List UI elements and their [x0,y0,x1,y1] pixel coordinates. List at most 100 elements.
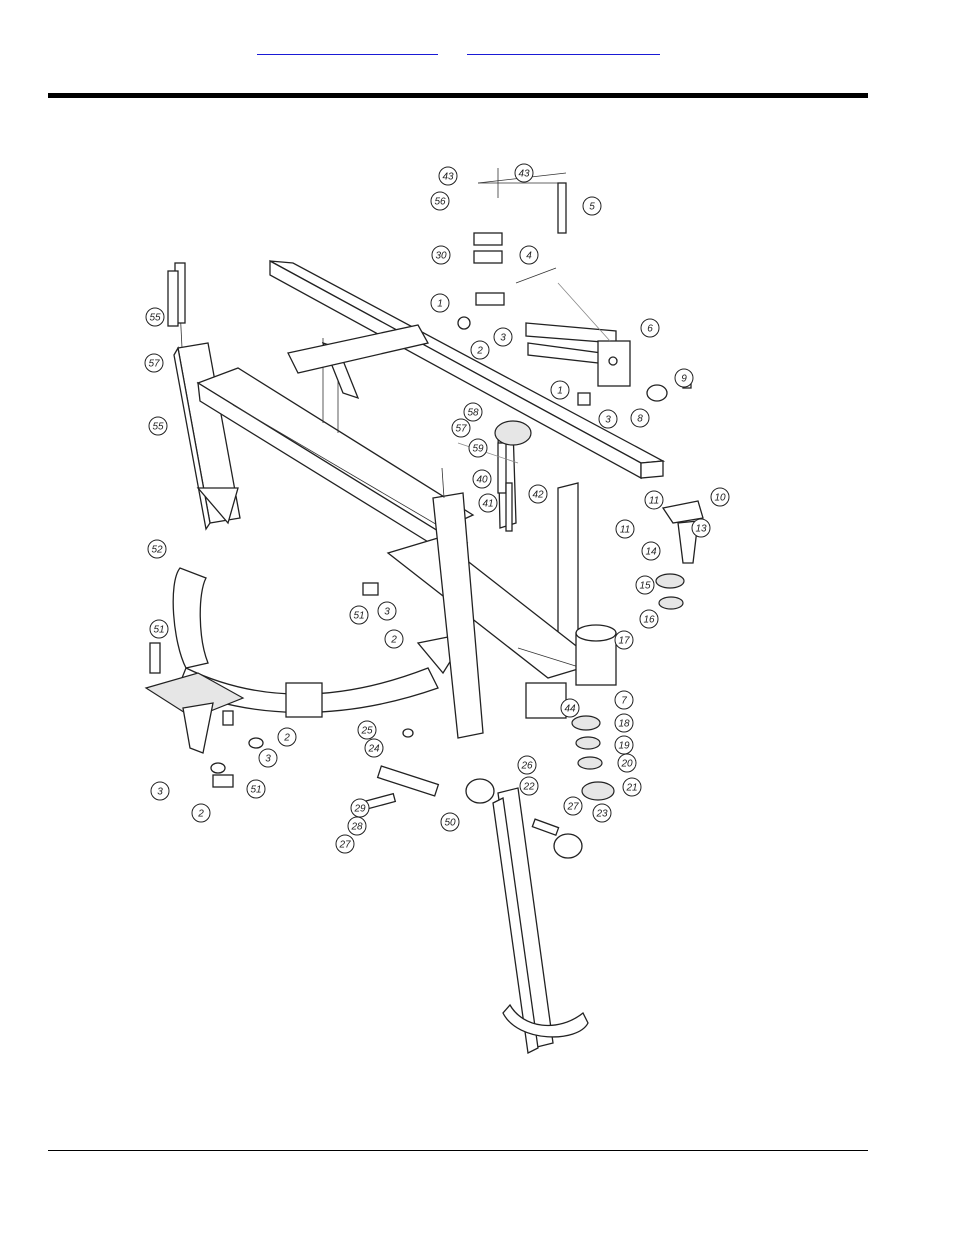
callout-23: 23 [592,803,612,823]
header-rule [48,93,868,98]
svg-text:2: 2 [197,809,204,820]
callout-21: 21 [622,777,642,797]
callout-15: 15 [635,575,655,595]
callout-57: 57 [451,418,471,438]
header-link-1[interactable] [257,40,438,55]
svg-text:55: 55 [152,422,164,433]
callout-7: 7 [614,690,634,710]
svg-text:15: 15 [639,581,651,592]
svg-text:40: 40 [476,475,488,486]
svg-text:26: 26 [520,761,533,772]
callout-18: 18 [614,713,634,733]
svg-text:19: 19 [618,741,630,752]
svg-text:44: 44 [564,704,576,715]
callout-52: 52 [147,539,167,559]
exploded-parts-diagram: 43 43 56 5 30 4 1 3 2 6 9 1 3 8 55 57 58… [138,143,738,1078]
callout-4: 4 [519,245,539,265]
svg-text:43: 43 [518,169,530,180]
callout-17: 17 [614,630,634,650]
svg-text:9: 9 [681,374,687,385]
svg-text:55: 55 [149,313,161,324]
callout-3: 3 [258,748,278,768]
svg-text:6: 6 [647,324,653,335]
footer-rule [48,1150,868,1151]
callout-16: 16 [639,609,659,629]
header-link-2[interactable] [467,40,660,55]
callout-6: 6 [640,318,660,338]
callout-43: 43 [514,163,534,183]
callout-51: 51 [149,619,169,639]
callout-2: 2 [470,340,490,360]
callout-20: 20 [617,753,637,773]
svg-text:20: 20 [620,759,633,770]
svg-text:41: 41 [482,499,493,510]
svg-text:2: 2 [476,346,483,357]
svg-text:22: 22 [522,782,535,793]
svg-text:16: 16 [643,615,655,626]
callout-group: 43 43 56 5 30 4 1 3 2 6 9 1 3 8 55 57 58… [144,163,730,854]
frame-drawing [144,168,704,1054]
svg-text:51: 51 [153,625,164,636]
callout-40: 40 [472,469,492,489]
svg-text:10: 10 [714,493,726,504]
callout-3: 3 [598,409,618,429]
callout-8: 8 [630,408,650,428]
svg-text:25: 25 [360,726,373,737]
callout-51: 51 [349,605,369,625]
callout-29: 29 [350,798,370,818]
callout-30: 30 [431,245,451,265]
callout-51: 51 [246,779,266,799]
svg-text:51: 51 [353,611,364,622]
svg-text:13: 13 [695,524,707,535]
svg-text:3: 3 [265,754,271,765]
callout-42: 42 [528,484,548,504]
svg-text:2: 2 [390,635,397,646]
svg-text:3: 3 [605,415,611,426]
svg-text:51: 51 [250,785,261,796]
callout-1: 1 [550,380,570,400]
svg-text:1: 1 [557,386,563,397]
svg-text:50: 50 [444,818,456,829]
callout-27: 27 [563,796,583,816]
callout-11: 11 [615,519,635,539]
callout-3: 3 [377,601,397,621]
callout-2: 2 [277,727,297,747]
svg-text:43: 43 [442,172,454,183]
callout-55: 55 [148,416,168,436]
svg-text:7: 7 [621,696,627,707]
callout-11: 11 [644,490,664,510]
svg-text:11: 11 [620,525,630,536]
svg-text:23: 23 [595,809,608,820]
svg-text:5: 5 [589,202,595,213]
callout-2: 2 [384,629,404,649]
svg-text:17: 17 [618,636,630,647]
svg-text:8: 8 [637,414,643,425]
svg-text:1: 1 [437,299,443,310]
callout-44: 44 [560,698,580,718]
callout-24: 24 [364,738,384,758]
svg-text:42: 42 [532,490,544,501]
callout-3: 3 [493,327,513,347]
callout-43: 43 [438,166,458,186]
callout-2: 2 [191,803,211,823]
callout-50: 50 [440,812,460,832]
callout-58: 58 [463,402,483,422]
svg-text:14: 14 [645,547,657,558]
callout-41: 41 [478,493,498,513]
svg-text:30: 30 [435,251,447,262]
svg-text:21: 21 [625,783,637,794]
svg-text:57: 57 [148,359,160,370]
svg-text:59: 59 [472,444,484,455]
svg-text:52: 52 [151,545,163,556]
svg-text:18: 18 [618,719,630,730]
callout-56: 56 [430,191,450,211]
svg-text:57: 57 [455,424,467,435]
svg-text:2: 2 [283,733,290,744]
callout-5: 5 [582,196,602,216]
svg-text:3: 3 [500,333,506,344]
callout-14: 14 [641,541,661,561]
callout-25: 25 [357,720,377,740]
callout-27: 27 [335,834,355,854]
svg-text:28: 28 [350,822,363,833]
svg-text:29: 29 [353,804,366,815]
